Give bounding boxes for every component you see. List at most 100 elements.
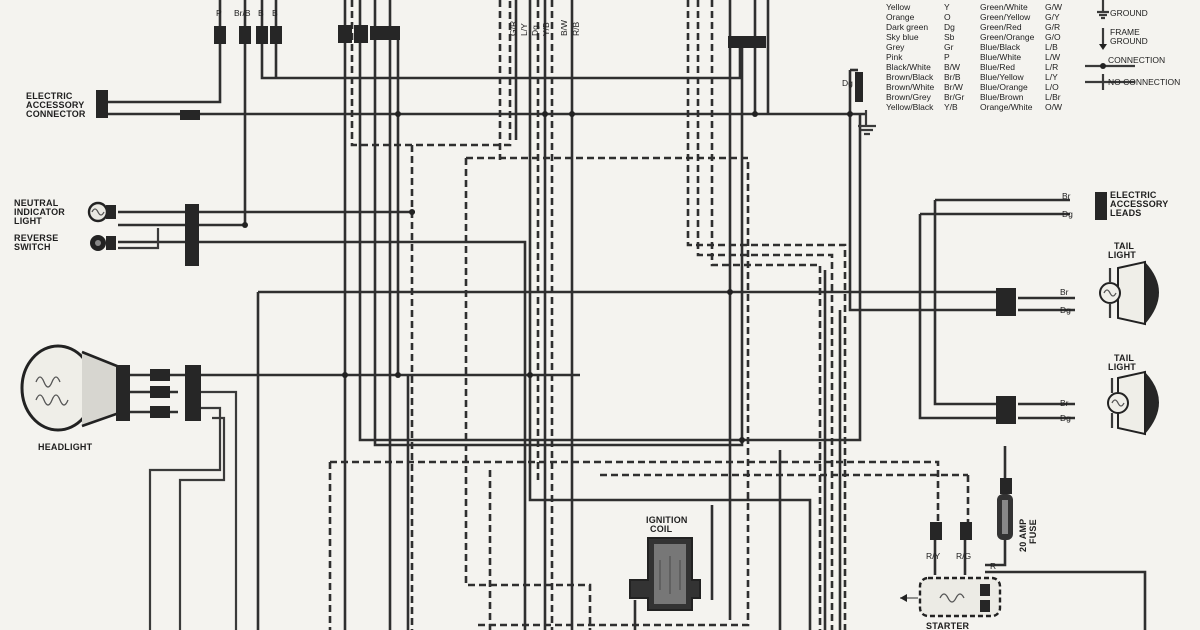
solid-wires bbox=[106, 0, 1147, 630]
color-key-color2-6: Blue/Red bbox=[980, 62, 1015, 72]
code-b1: B bbox=[258, 8, 264, 18]
color-key-color1-4: Grey bbox=[886, 42, 905, 52]
color-key-code1-0: Y bbox=[944, 2, 950, 12]
color-key-code2-0: G/W bbox=[1045, 2, 1062, 12]
color-key-code1-8: Br/W bbox=[944, 82, 963, 92]
color-key-code1-3: Sb bbox=[944, 32, 955, 42]
code-dg: Dg bbox=[530, 25, 540, 36]
color-key-color1-7: Brown/Black bbox=[886, 72, 934, 82]
tail-light-1-symbol bbox=[1099, 260, 1159, 326]
color-key-color2-4: Blue/Black bbox=[980, 42, 1021, 52]
color-key-code2-7: L/Y bbox=[1045, 72, 1058, 82]
color-key-color2-3: Green/Orange bbox=[980, 32, 1035, 42]
neutral-label-1: NEUTRAL bbox=[14, 198, 59, 208]
color-key-color1-0: Yellow bbox=[886, 2, 911, 12]
code-gr: G/R bbox=[508, 21, 518, 36]
no-connection-key-label: NO CONNECTION bbox=[1108, 77, 1180, 87]
leads-label-1: ELECTRIC bbox=[1110, 190, 1157, 200]
color-key-code1-7: Br/B bbox=[944, 72, 961, 82]
tail-light-2-label-2: LIGHT bbox=[1108, 362, 1136, 372]
color-key-color1-10: Yellow/Black bbox=[886, 102, 934, 112]
connector-p bbox=[214, 26, 226, 44]
tail2-br-label: Br bbox=[1060, 398, 1069, 408]
leads-label-2: ACCESSORY bbox=[1110, 199, 1168, 209]
connectors bbox=[96, 25, 1107, 540]
connector-mid-a bbox=[338, 25, 352, 43]
color-key-color1-8: Brown/White bbox=[886, 82, 934, 92]
connector-tail-1 bbox=[996, 288, 1016, 316]
tail1-br-label: Br bbox=[1060, 287, 1069, 297]
starter-rg-label: R/G bbox=[956, 551, 971, 561]
color-key-code1-1: O bbox=[944, 12, 951, 22]
reverse-switch-symbol bbox=[90, 235, 116, 251]
tail-light-1-label-1: TAIL bbox=[1114, 241, 1134, 251]
code-bw: B/W bbox=[559, 20, 569, 36]
color-key-code2-8: L/O bbox=[1045, 82, 1059, 92]
starter-r-label: R bbox=[990, 561, 996, 571]
tail2-dg-label: Dg bbox=[1060, 413, 1071, 423]
color-key-color1-9: Brown/Grey bbox=[886, 92, 932, 102]
accessory-connector-label-2: ACCESSORY bbox=[26, 100, 84, 110]
color-key-color1-2: Dark green bbox=[886, 22, 928, 32]
color-key-code2-5: L/W bbox=[1045, 52, 1060, 62]
frame-ground-key-line2: GROUND bbox=[1110, 36, 1148, 46]
connector-head-1 bbox=[150, 369, 170, 381]
color-key-color2-2: Green/Red bbox=[980, 22, 1022, 32]
connector-mid-b bbox=[354, 25, 368, 43]
color-key-color2-5: Blue/White bbox=[980, 52, 1021, 62]
color-key-code2-9: L/Br bbox=[1045, 92, 1061, 102]
color-key-code2-6: L/R bbox=[1045, 62, 1058, 72]
leads-br-label: Br bbox=[1062, 191, 1071, 201]
color-key-color1-3: Sky blue bbox=[886, 32, 919, 42]
starter-label: STARTER bbox=[926, 621, 970, 630]
color-key-code2-2: G/R bbox=[1045, 22, 1060, 32]
ground-key-label: GROUND bbox=[1110, 8, 1148, 18]
starter-symbol bbox=[900, 576, 1002, 618]
starter-ry-label: R/Y bbox=[926, 551, 941, 561]
color-key-code2-1: G/Y bbox=[1045, 12, 1060, 22]
connector-head-2 bbox=[150, 386, 170, 398]
connector-right-a bbox=[728, 36, 766, 48]
fuse-label-2: FUSE bbox=[1028, 519, 1038, 544]
headlight-symbol bbox=[20, 344, 130, 432]
dashed-wires bbox=[328, 0, 970, 630]
tail1-dg-label: Dg bbox=[1060, 305, 1071, 315]
color-key-color2-9: Blue/Brown bbox=[980, 92, 1024, 102]
reverse-label-2: SWITCH bbox=[14, 242, 51, 252]
ignition-coil-label-2: COIL bbox=[650, 524, 673, 534]
color-key-color1-1: Orange bbox=[886, 12, 915, 22]
dg-ground-label: Dg bbox=[842, 78, 853, 88]
component-labels: ELECTRIC ACCESSORY CONNECTOR NEUTRAL IND… bbox=[14, 91, 1168, 630]
color-key-code2-10: O/W bbox=[1045, 102, 1062, 112]
connector-starter-ry bbox=[930, 522, 942, 540]
connection-key-label: CONNECTION bbox=[1108, 55, 1165, 65]
connector-tail-2 bbox=[996, 396, 1016, 424]
dg-ground-symbol: Dg bbox=[842, 72, 876, 136]
connector-head-bar bbox=[185, 365, 201, 421]
fuse-label-1: 20 AMP bbox=[1018, 519, 1028, 552]
color-key-color2-1: Green/Yellow bbox=[980, 12, 1031, 22]
color-key-color2-7: Blue/Yellow bbox=[980, 72, 1024, 82]
connector-brb bbox=[239, 26, 251, 44]
color-key-code1-6: B/W bbox=[944, 62, 960, 72]
color-key-code1-4: Gr bbox=[944, 42, 954, 52]
code-yb: Y/B bbox=[541, 22, 551, 36]
reverse-label-1: REVERSE bbox=[14, 233, 58, 243]
frame-ground-key-line1: FRAME bbox=[1110, 27, 1140, 37]
code-p: P bbox=[216, 8, 222, 18]
connector-electric-accessory-leads bbox=[1095, 192, 1107, 220]
color-key-code1-5: P bbox=[944, 52, 950, 62]
ignition-coil-label-1: IGNITION bbox=[646, 515, 688, 525]
leads-dg-label: Dg bbox=[1062, 209, 1073, 219]
neutral-indicator-bulb bbox=[87, 201, 116, 223]
code-ly: L/Y bbox=[519, 23, 529, 36]
neutral-label-3: LIGHT bbox=[14, 216, 42, 226]
connector-fuse-top bbox=[1000, 478, 1012, 494]
color-key-code1-2: Dg bbox=[944, 22, 955, 32]
color-key-code2-4: L/B bbox=[1045, 42, 1058, 52]
ignition-coil-symbol bbox=[629, 537, 701, 611]
accessory-connector-label-1: ELECTRIC bbox=[26, 91, 73, 101]
fuse-symbol bbox=[997, 494, 1013, 540]
